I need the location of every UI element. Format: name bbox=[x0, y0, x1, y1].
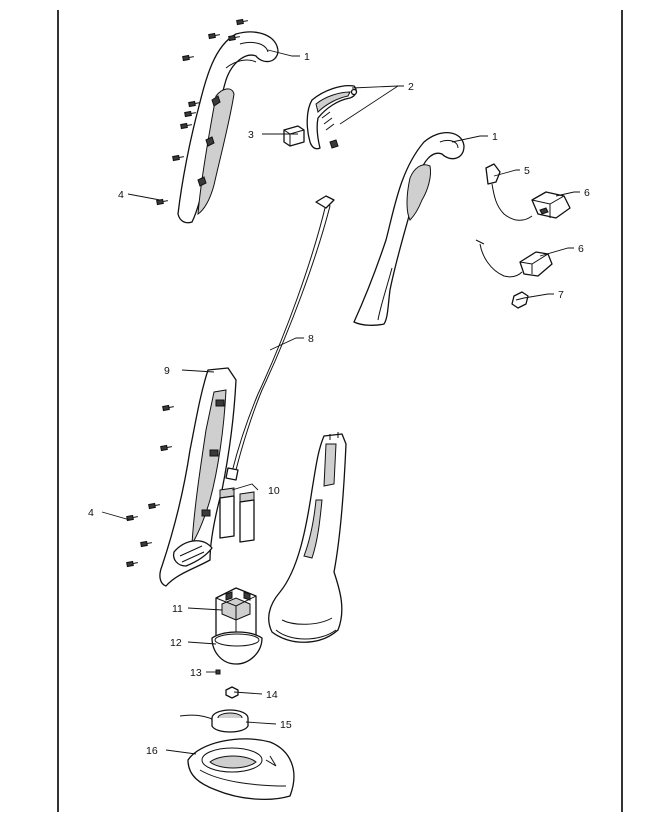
callout-labels: 1 2 3 4 1 5 6 6 7 8 9 10 4 11 12 13 14 1… bbox=[88, 51, 590, 757]
callout-15-spool-ring: 15 bbox=[280, 719, 292, 731]
callout-8-rod: 8 bbox=[308, 333, 314, 345]
small-clip bbox=[511, 291, 529, 309]
switch-block bbox=[283, 125, 305, 147]
callout-14-nut: 14 bbox=[266, 689, 278, 701]
callout-4-lower-screws: 4 bbox=[88, 507, 94, 519]
callout-12-motor-base: 12 bbox=[170, 637, 182, 649]
switch-lever bbox=[306, 84, 358, 150]
lower-housing-assembled bbox=[268, 432, 347, 643]
upper-screws bbox=[156, 18, 248, 206]
callout-7-clip: 7 bbox=[558, 289, 564, 301]
leader-lines bbox=[101, 49, 580, 755]
small-pin bbox=[215, 669, 221, 675]
cable-with-terminal bbox=[485, 163, 533, 221]
callout-5-cable: 5 bbox=[524, 165, 530, 177]
callout-9-lower-housing: 9 bbox=[164, 365, 170, 377]
lower-housing-left-half bbox=[159, 367, 237, 587]
carbon-brush-blocks bbox=[219, 487, 255, 543]
spool-ring bbox=[179, 709, 249, 733]
callout-13-pin: 13 bbox=[190, 667, 202, 679]
mains-plug-upper bbox=[531, 191, 571, 219]
nut bbox=[225, 686, 239, 699]
callout-6-plug-upper: 6 bbox=[584, 187, 590, 199]
actuating-rod bbox=[225, 195, 335, 481]
callout-11-motor: 11 bbox=[172, 603, 183, 615]
motor-base bbox=[211, 631, 263, 665]
callout-10-brushes: 10 bbox=[268, 485, 280, 497]
upper-housing-assembled bbox=[353, 132, 465, 326]
upper-housing-left-half bbox=[177, 31, 279, 224]
callout-6-plug-lower: 6 bbox=[578, 243, 584, 255]
callout-16-guard: 16 bbox=[146, 745, 158, 757]
callout-1-assembled-housing: 1 bbox=[492, 131, 498, 143]
callout-1-upper-housing: 1 bbox=[304, 51, 310, 63]
guard bbox=[187, 738, 295, 800]
callout-3-switch-block: 3 bbox=[248, 129, 254, 141]
callout-2-switch-lever: 2 bbox=[408, 81, 414, 93]
mains-plug-lower bbox=[475, 239, 553, 278]
callout-4-upper-screws: 4 bbox=[118, 189, 124, 201]
lower-screws bbox=[126, 404, 174, 568]
